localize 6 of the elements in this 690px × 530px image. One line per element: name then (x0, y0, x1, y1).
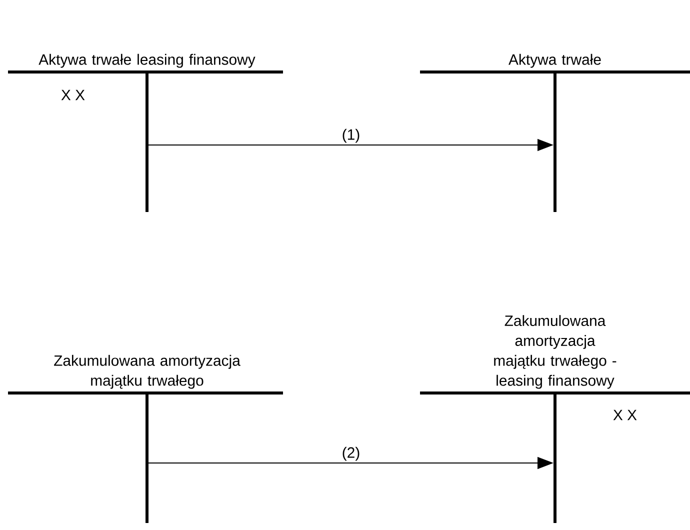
t-account: Aktywa trwałe (420, 54, 690, 212)
account-entry: X X (61, 90, 85, 100)
account-entry: X X (613, 410, 637, 420)
edge-label: (1) (340, 128, 362, 144)
t-account: Zakumulowana amortyzacja majątku trwałego (8, 354, 283, 523)
edge-label: (2) (340, 446, 362, 462)
